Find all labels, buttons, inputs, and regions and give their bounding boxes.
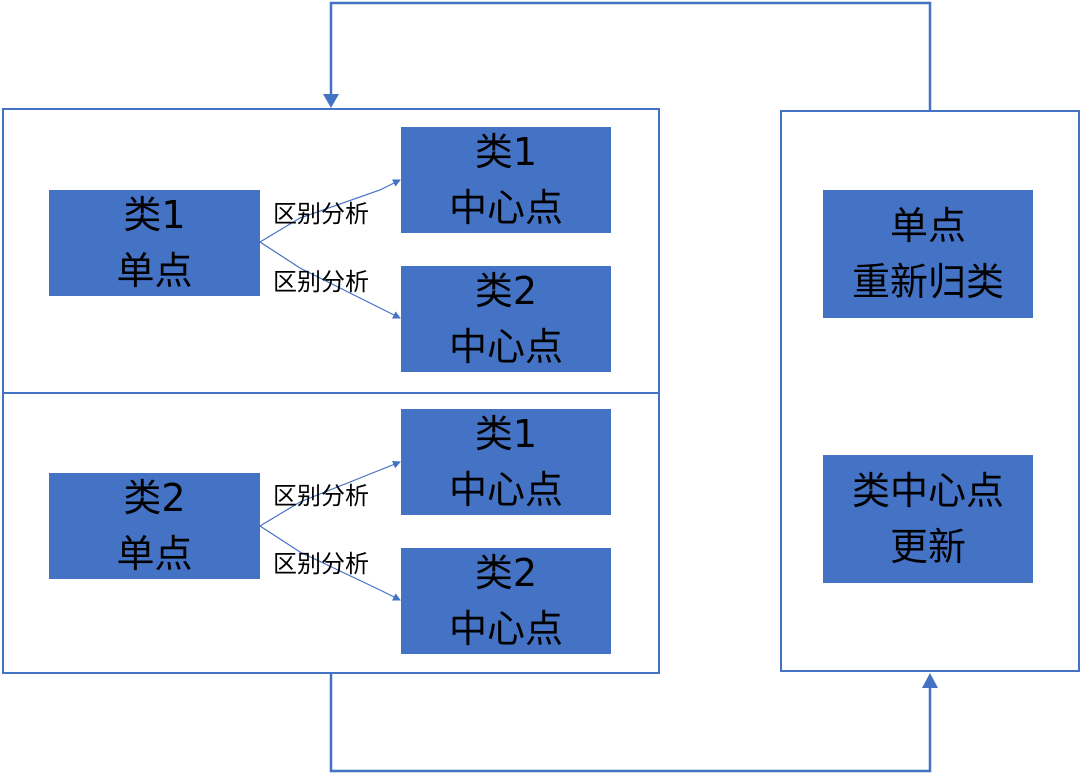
center-update-line1: 类中心点 [851,469,1004,513]
group-2-center-1-box: 类1 中心点 [401,409,611,515]
center-update-line2: 更新 [889,525,966,569]
feedback-loop-arrowhead [323,94,339,108]
reclassify-line1: 单点 [889,204,966,248]
group-2-analysis-label-lower: 区别分析 [273,550,369,578]
group-1-center-2-box: 类2 中心点 [401,266,611,372]
group-1-analysis-label-upper: 区别分析 [273,200,369,228]
group-1-center-1-line2: 中心点 [448,186,563,230]
group-2-center-2-box: 类2 中心点 [401,548,611,654]
forward-loop-arrowhead [922,673,938,688]
center-update-box: 类中心点 更新 [823,455,1033,583]
group-1-center-1-box: 类1 中心点 [401,127,611,233]
group-2-center-2-line2: 中心点 [448,607,563,651]
reclassify-line2: 重新归类 [851,260,1004,304]
group-2-single-line1: 类2 [123,476,186,520]
group-2-center-1-line1: 类1 [474,412,538,456]
group-1-single-point-box: 类1 单点 [49,190,260,296]
group-1-center-2-line1: 类2 [474,269,538,313]
group-2-analysis-label-upper: 区别分析 [273,482,369,510]
forward-loop-arrow [329,674,932,773]
group-1-single-line1: 类1 [123,193,186,237]
group-2-single-line2: 单点 [116,532,193,576]
group-1-single-line2: 单点 [116,249,193,293]
reclassify-box: 单点 重新归类 [823,190,1033,318]
group-1-center-2-line2: 中心点 [448,325,563,369]
group-2-center-1-line2: 中心点 [448,468,563,512]
group-2-single-point-box: 类2 单点 [49,473,260,579]
group-2-center-2-line1: 类2 [474,551,538,595]
feedback-loop-arrow [329,1,932,110]
group-1-center-1-line1: 类1 [474,130,538,174]
group-1-analysis-label-lower: 区别分析 [273,268,369,296]
